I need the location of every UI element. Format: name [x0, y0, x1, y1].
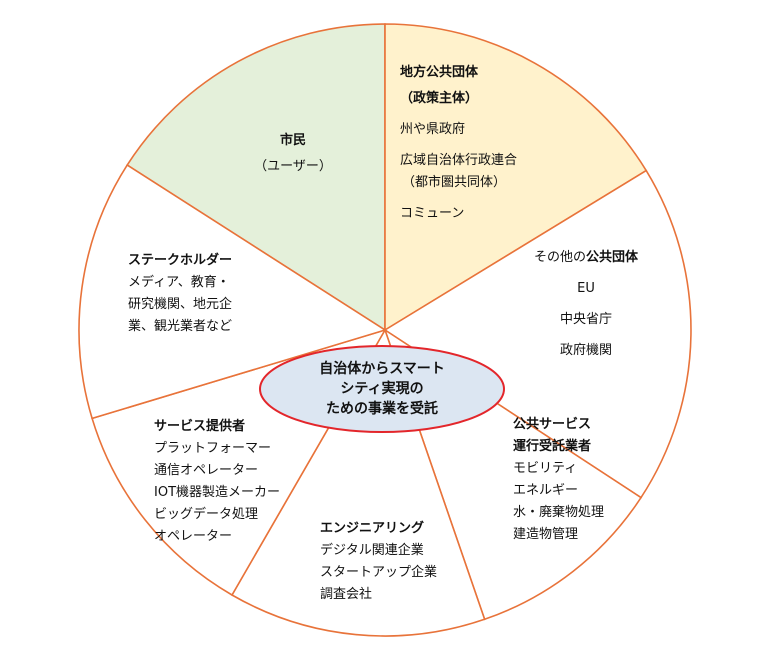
sector-stakeholders [78, 163, 387, 420]
stakeholders-item: メディア、教育・ [128, 275, 230, 290]
stakeholders-item: 業、観光業者など [128, 319, 233, 334]
hub-line: ための事業を受託 [326, 401, 438, 417]
citizens-subtitle: （ユーザー） [254, 159, 332, 174]
sector-citizens [126, 23, 386, 332]
sector-local-gov [384, 23, 648, 332]
public-service-item: エネルギー [513, 483, 579, 498]
stakeholders-label: ステークホルダー メディア、教育・ 研究機関、地元企 業、観光業者など [128, 250, 232, 338]
other-public-item: EU [577, 281, 595, 296]
citizens-label: 市民 （ユーザー） [238, 130, 348, 178]
local-gov-subtitle: （政策主体） [400, 91, 479, 106]
public-service-item: モビリティ [513, 461, 578, 476]
engineering-item: 調査会社 [320, 587, 373, 602]
local-gov-title: 地方公共団体 [400, 65, 479, 80]
stakeholders-item: 研究機関、地元企 [128, 297, 233, 312]
hub-ellipse [259, 345, 505, 433]
sector-other-public [383, 169, 692, 499]
hub-line: シティ実現の [340, 381, 424, 397]
engineering-item: スタートアップ企業 [320, 565, 438, 580]
hub-label: 自治体からスマート シティ実現の ための事業を受託 [262, 352, 502, 426]
engineering-label: エンジニアリング デジタル関連企業 スタートアップ企業 調査会社 [320, 518, 437, 606]
service-providers-item: プラットフォーマー [154, 441, 272, 456]
service-providers-item: オペレーター [154, 529, 233, 544]
local-gov-item: 広域自治体行政連合 [400, 153, 518, 168]
public-service-title: 公共サービス [513, 417, 592, 432]
public-service-label: 公共サービス 運行受託業者 モビリティ エネルギー 水・廃棄物処理 建造物管理 [513, 414, 604, 546]
local-gov-item: 州や県政府 [400, 122, 466, 137]
public-service-item: 建造物管理 [513, 527, 579, 542]
local-gov-item: （都市圏共同体） [402, 175, 507, 190]
public-service-item: 水・廃棄物処理 [513, 505, 605, 520]
sector-engineering [230, 328, 486, 637]
service-providers-item: ビッグデータ処理 [154, 507, 259, 522]
other-public-title: 公共団体 [586, 250, 639, 265]
hub-line: 自治体からスマート [319, 361, 445, 377]
service-providers-item: IOT機器製造メーカー [154, 485, 281, 500]
citizens-title: 市民 [279, 133, 306, 148]
other-public-label: その他の公共団体 EU 中央省庁 政府機関 [522, 247, 650, 362]
service-providers-item: 通信オペレーター [154, 463, 259, 478]
service-providers-title: サービス提供者 [154, 419, 246, 434]
stakeholders-title: ステークホルダー [128, 253, 233, 268]
other-public-item: 中央省庁 [559, 312, 612, 327]
other-public-title-prefix: その他の [533, 250, 586, 265]
public-service-title: 運行受託業者 [513, 439, 592, 454]
other-public-item: 政府機関 [559, 343, 612, 358]
local-gov-label: 地方公共団体 （政策主体） 州や県政府 広域自治体行政連合 （都市圏共同体） コ… [400, 62, 517, 225]
engineering-title: エンジニアリング [320, 521, 425, 536]
engineering-item: デジタル関連企業 [320, 543, 424, 558]
local-gov-item: コミューン [400, 206, 465, 221]
service-providers-label: サービス提供者 プラットフォーマー 通信オペレーター IOT機器製造メーカー ビ… [154, 416, 280, 548]
